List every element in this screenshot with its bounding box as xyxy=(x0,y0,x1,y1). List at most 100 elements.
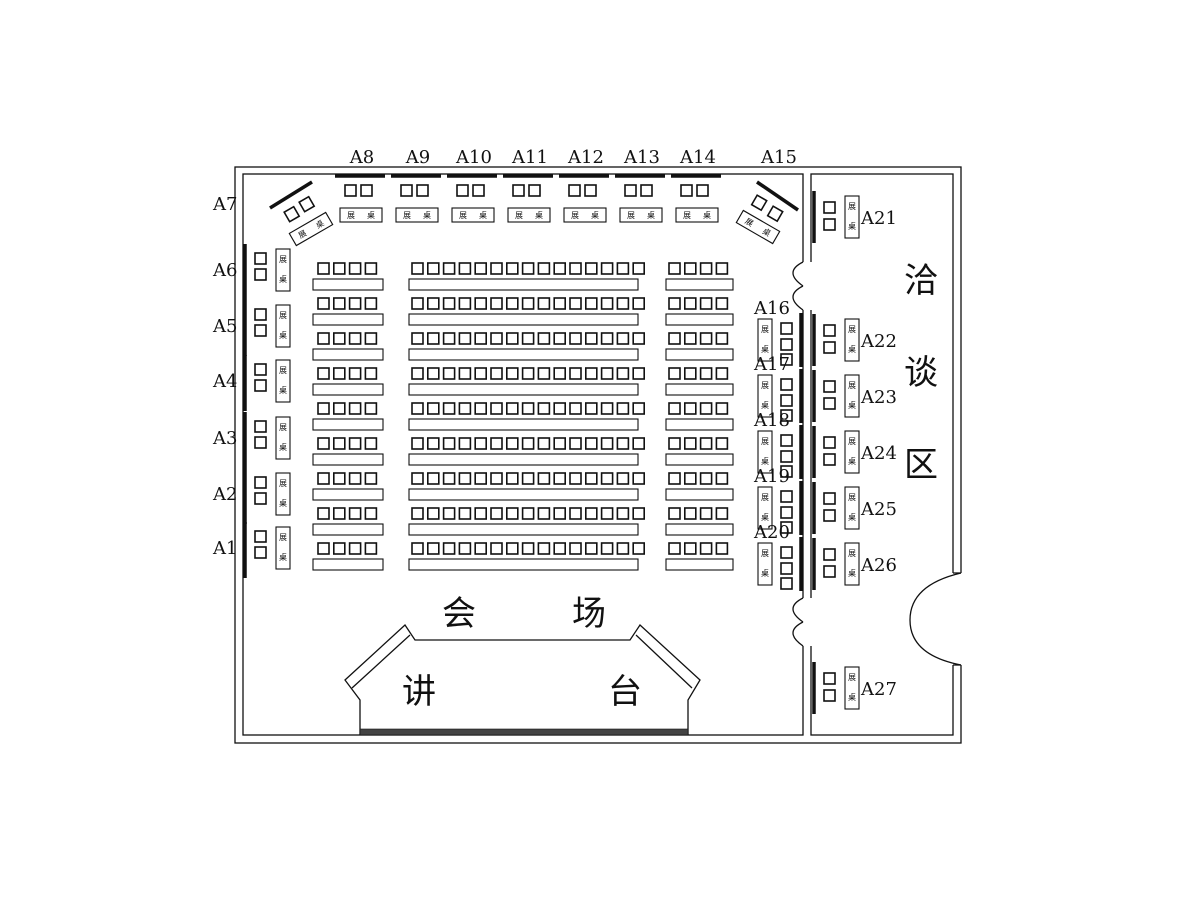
chair xyxy=(683,472,697,485)
svg-text:桌: 桌 xyxy=(848,568,856,578)
chair xyxy=(569,402,582,415)
chair xyxy=(254,252,267,265)
svg-text:桌: 桌 xyxy=(761,344,769,354)
chair xyxy=(360,184,373,197)
desk xyxy=(665,523,734,536)
seat-row xyxy=(312,472,734,501)
chair xyxy=(668,472,681,485)
svg-text:展: 展 xyxy=(627,211,635,220)
chair xyxy=(537,402,551,415)
chair xyxy=(426,472,440,485)
door-upper xyxy=(792,261,804,311)
chair xyxy=(823,397,836,410)
chair xyxy=(254,324,267,337)
chair xyxy=(600,472,614,485)
chair xyxy=(521,507,535,520)
svg-text:桌: 桌 xyxy=(703,210,711,220)
chair xyxy=(348,472,362,485)
chair xyxy=(823,672,836,685)
desk xyxy=(312,418,384,431)
chair xyxy=(553,332,567,345)
chair xyxy=(569,472,582,485)
chair xyxy=(750,194,768,212)
booth-label-a7: A7 xyxy=(212,194,237,215)
exhibition-table: 展桌 xyxy=(844,195,860,239)
svg-text:桌: 桌 xyxy=(761,512,769,522)
chair xyxy=(683,507,697,520)
chair xyxy=(411,262,424,275)
booth-label-a9: A9 xyxy=(405,147,430,168)
chair xyxy=(780,450,793,463)
chair xyxy=(411,507,424,520)
chair xyxy=(699,542,713,555)
chair xyxy=(680,184,693,197)
chair xyxy=(780,409,793,422)
chair xyxy=(364,332,378,345)
stage xyxy=(344,624,701,736)
desk xyxy=(665,278,734,291)
desk xyxy=(312,523,384,536)
chair xyxy=(490,472,503,485)
chair xyxy=(474,367,488,380)
lounge-char-2: 谈 xyxy=(904,353,938,393)
chair xyxy=(442,332,456,345)
chair xyxy=(458,297,472,310)
chair xyxy=(254,546,267,559)
chair xyxy=(411,297,424,310)
chair xyxy=(780,546,793,559)
chair xyxy=(364,472,378,485)
chair xyxy=(553,507,567,520)
chair xyxy=(442,297,456,310)
chair xyxy=(254,492,267,505)
booth-label-a17: A17 xyxy=(753,354,790,375)
svg-text:展: 展 xyxy=(761,325,769,334)
exhibition-table: 展桌 xyxy=(675,207,719,223)
chair xyxy=(780,394,793,407)
booth-label-a23: A23 xyxy=(860,387,897,408)
chair xyxy=(699,297,713,310)
chair xyxy=(715,297,729,310)
desk xyxy=(408,488,639,501)
chair xyxy=(823,689,836,702)
chair xyxy=(823,341,836,354)
svg-text:展: 展 xyxy=(761,437,769,446)
chair xyxy=(254,436,267,449)
chair xyxy=(553,402,567,415)
chair xyxy=(699,332,713,345)
chair xyxy=(537,542,551,555)
seat-row xyxy=(312,507,734,536)
svg-text:桌: 桌 xyxy=(848,344,856,354)
exhibition-table: 展桌 xyxy=(757,542,773,586)
chair xyxy=(696,184,709,197)
chair xyxy=(364,262,378,275)
chair xyxy=(442,367,456,380)
chair xyxy=(600,297,614,310)
chair xyxy=(442,507,456,520)
svg-text:桌: 桌 xyxy=(279,498,287,508)
chair xyxy=(715,402,729,415)
chair xyxy=(521,472,535,485)
chair xyxy=(683,402,697,415)
svg-text:桌: 桌 xyxy=(761,400,769,410)
chair xyxy=(505,507,519,520)
chair xyxy=(332,437,346,450)
chair xyxy=(521,542,535,555)
chair xyxy=(584,402,598,415)
exhibition-table: 展桌 xyxy=(619,207,663,223)
chair xyxy=(715,542,729,555)
chair xyxy=(569,262,582,275)
chair xyxy=(616,367,630,380)
exhibition-table: 展桌 xyxy=(275,472,291,516)
chair xyxy=(474,507,488,520)
chair xyxy=(426,542,440,555)
chair xyxy=(584,437,598,450)
chair xyxy=(584,367,598,380)
chair xyxy=(553,542,567,555)
chair xyxy=(426,507,440,520)
chair xyxy=(521,332,535,345)
chair xyxy=(317,332,330,345)
lounge-char-3: 区 xyxy=(904,445,938,485)
chair xyxy=(442,402,456,415)
booth-label-a5: A5 xyxy=(212,316,237,337)
